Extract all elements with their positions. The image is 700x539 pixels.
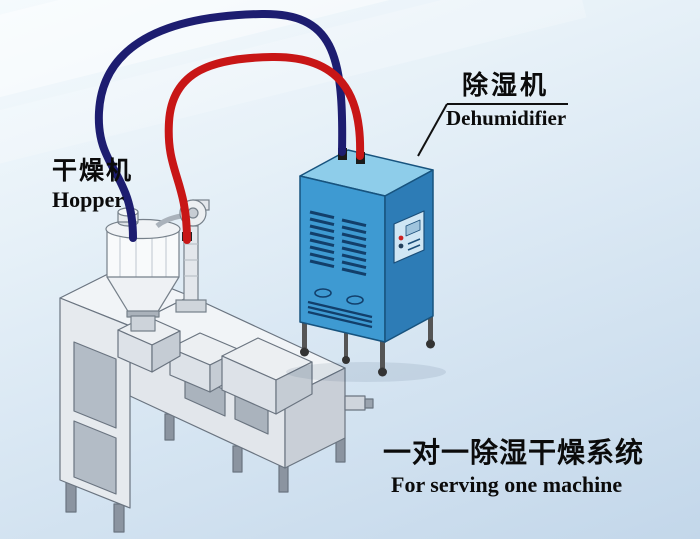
dryer-label-cn: 干燥机 — [52, 157, 134, 185]
bottom-vent — [307, 300, 373, 329]
cabinet-panel — [73, 420, 117, 495]
indicator-light-dark — [398, 243, 404, 249]
oval-vent — [346, 295, 364, 305]
dehumidifier-front-face — [299, 175, 386, 343]
dryer-label-en: Hopper — [52, 187, 125, 212]
indicator-light-red — [398, 235, 404, 241]
dehumidifier-label-en: Dehumidifier — [446, 106, 567, 130]
dehumidifier-label-cn: 除湿机 — [462, 70, 550, 100]
caption-title-cn: 一对一除湿干燥系统 — [383, 437, 645, 468]
vent-slots — [309, 210, 367, 277]
die-head — [344, 395, 366, 411]
dehumidifier-pointer-line — [417, 103, 568, 157]
pipe-red — [164, 52, 365, 244]
control-panel — [393, 210, 425, 264]
dehumidifier-shadow — [286, 362, 446, 382]
hopper-lid — [105, 218, 181, 240]
pipe-blue — [94, 9, 347, 242]
caption-title-en: For serving one machine — [391, 472, 623, 497]
caster-legs — [300, 314, 435, 377]
oval-vent — [314, 288, 332, 298]
dehumidifier-unit — [299, 148, 435, 377]
blower-base — [175, 299, 207, 313]
hopper-neck — [130, 315, 156, 332]
cabinet-panel — [73, 341, 117, 429]
